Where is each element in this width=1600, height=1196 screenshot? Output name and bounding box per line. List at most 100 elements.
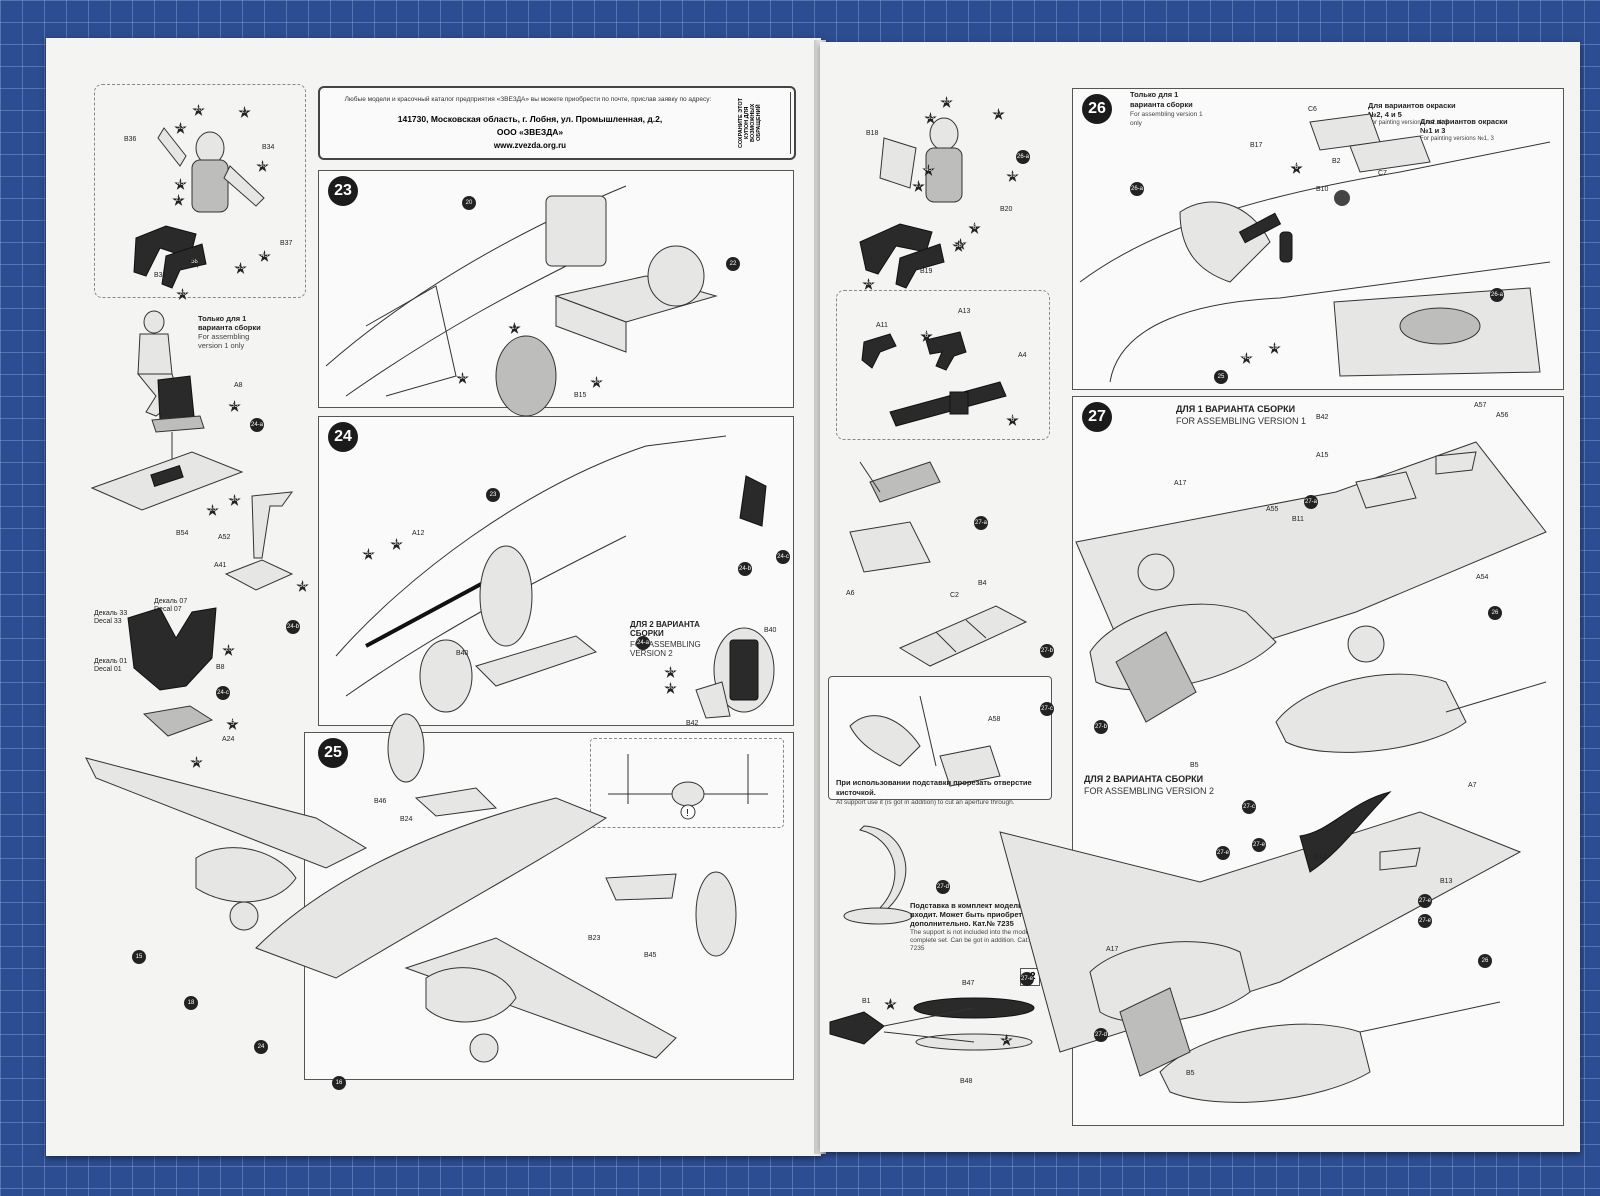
- part-callout: A55: [1266, 506, 1279, 513]
- part-callout: B17: [1250, 142, 1263, 149]
- part-callout: 45: [1240, 352, 1253, 364]
- paint-b-en: For painting versions №1, 3: [1420, 136, 1494, 142]
- address-coupon: Любые модели и красочный каталог предпри…: [318, 86, 796, 160]
- svg-text:!: !: [686, 808, 689, 819]
- part-callout: 53: [174, 122, 187, 134]
- part-callout: 20: [222, 644, 235, 656]
- step-27c-note-ru: При использовании подставки прорезать от…: [836, 778, 1032, 797]
- coupon-keep-text: СОХРАНИТЕ ЭТОТ КУПОН ДЛЯ ВОЗМОЖНЫХ ОБРАЩ…: [738, 92, 791, 154]
- pilot-figure-drawing: [133, 127, 265, 289]
- part-callout: 55: [228, 400, 241, 412]
- coupon-website: www.zvezda.org.ru: [493, 141, 567, 150]
- step-27c-drawing: [849, 695, 1001, 787]
- part-callout: 27-c: [1242, 800, 1256, 814]
- part-callout: Decal 07: [154, 606, 182, 613]
- part-callout: 20: [192, 104, 205, 116]
- part-callout: B34: [262, 144, 275, 151]
- part-callout: Декаль 33: [94, 610, 128, 617]
- part-callout: A58: [988, 716, 1001, 723]
- part-callout: 14: [884, 998, 897, 1010]
- part-callout: B2: [1332, 158, 1341, 165]
- part-callout: 24-a: [250, 418, 264, 432]
- part-callout: 24-a: [636, 636, 650, 650]
- part-callout: 56: [296, 580, 309, 592]
- part-callout: 55: [362, 548, 375, 560]
- part-callout: 27-c: [1040, 702, 1054, 716]
- bomb-assembly-drawing: [829, 997, 1035, 1051]
- part-callout: 5: [226, 718, 239, 730]
- part-callout: 30: [256, 160, 269, 172]
- part-callout: 16: [332, 1076, 346, 1090]
- part-callout: B23: [588, 935, 601, 942]
- part-callout: 18: [184, 996, 198, 1010]
- part-callout: A15: [1316, 452, 1329, 459]
- part-callout: 20: [176, 288, 189, 300]
- part-callout: 17: [508, 322, 521, 334]
- part-callout: 45: [174, 178, 187, 190]
- seat-assembly-drawing: [90, 375, 244, 511]
- part-callout: 24-b: [738, 562, 752, 576]
- part-callout: 27-e: [1252, 838, 1266, 852]
- part-callout: 27-e: [1020, 972, 1034, 986]
- window-panel-drawing: [898, 605, 1028, 667]
- part-callout: B4: [978, 580, 987, 587]
- part-callout: B24: [400, 816, 413, 823]
- part-callout: B42: [1316, 414, 1329, 421]
- part-callout: 30: [590, 376, 603, 388]
- step-24-version2-en: FOR ASSEMBLING VERSION 2: [630, 640, 701, 658]
- part-callout: B20: [1000, 206, 1013, 213]
- part-callout: B36: [124, 136, 137, 143]
- part-callout: 45: [258, 250, 271, 262]
- gun-mount-drawing: [849, 461, 941, 573]
- paint-versions-b: Для вариантов окраски №1 и 3 For paintin…: [1420, 118, 1520, 143]
- gun-detail-drawing: [861, 331, 1007, 427]
- part-callout: 6: [920, 330, 933, 342]
- part-callout: B40: [764, 627, 777, 634]
- part-callout: B35: [154, 272, 167, 279]
- part-callout: 30: [390, 538, 403, 550]
- part-callout: A41: [214, 562, 227, 569]
- part-callout: 20: [462, 196, 476, 210]
- part-callout: A57: [1474, 402, 1487, 409]
- part-callout: 30: [190, 756, 203, 768]
- part-callout: 25: [1214, 370, 1228, 384]
- pilot-figure-callout: [94, 84, 306, 298]
- part-callout: 58: [188, 256, 201, 268]
- step-26-pilot-note-ru: Только для 1 варианта сборки: [1130, 90, 1193, 109]
- right-page: При использовании подставки прорезать от…: [820, 42, 1580, 1152]
- part-callout: B12: [1314, 854, 1327, 861]
- paint-a-ru: Для вариантов окраски №2, 4 и 5: [1368, 101, 1456, 119]
- part-callout: 39: [1006, 170, 1019, 182]
- gunner-figure-drawing: [859, 117, 963, 289]
- left-page: Любые модели и красочный каталог предпри…: [46, 38, 821, 1156]
- step-26-pilot-note: Только для 1 варианта сборки For assembl…: [1130, 90, 1210, 128]
- coupon-intro: Любые модели и красочный каталог предпри…: [344, 96, 712, 103]
- part-callout: B45: [644, 952, 657, 959]
- step-26-drawing: [1079, 113, 1551, 383]
- part-callout: Декаль 07: [154, 598, 188, 605]
- part-callout: 6: [968, 222, 981, 234]
- part-callout: A13: [958, 308, 971, 315]
- part-callout: 27-d: [936, 880, 950, 894]
- part-callout: Decal 33: [94, 618, 122, 625]
- part-callout: B46: [374, 798, 387, 805]
- step-26-number: 26: [1082, 94, 1112, 124]
- step-24-number: 24: [328, 422, 358, 452]
- step-24-version2-ru: ДЛЯ 2 ВАРИАНТА СБОРКИ: [630, 620, 700, 638]
- step-27c-note-en: At support use it (is got in addition) t…: [836, 799, 1015, 806]
- coupon-company: ООО «ЗВЕЗДА»: [496, 127, 564, 137]
- part-callout: 39: [1268, 342, 1281, 354]
- display-stand-drawing: [843, 825, 913, 925]
- stand-note: Подставка в комплект модели не входит. М…: [910, 902, 1050, 953]
- part-callout: B5: [1186, 1070, 1195, 1077]
- aircraft-assembly-drawing: [85, 713, 737, 1063]
- stand-note-ru: Подставка в комплект модели не входит. М…: [910, 901, 1035, 928]
- part-callout: 26-a: [1490, 288, 1504, 302]
- part-callout: 26: [1488, 606, 1502, 620]
- stand-note-en: The support is not included into the mod…: [910, 929, 1038, 952]
- part-callout: B18: [866, 130, 879, 137]
- step-25-number: 25: [318, 738, 348, 768]
- part-callout: B10: [1316, 186, 1329, 193]
- step-24-hatch-detail: [695, 627, 775, 719]
- part-callout: B19: [920, 268, 933, 275]
